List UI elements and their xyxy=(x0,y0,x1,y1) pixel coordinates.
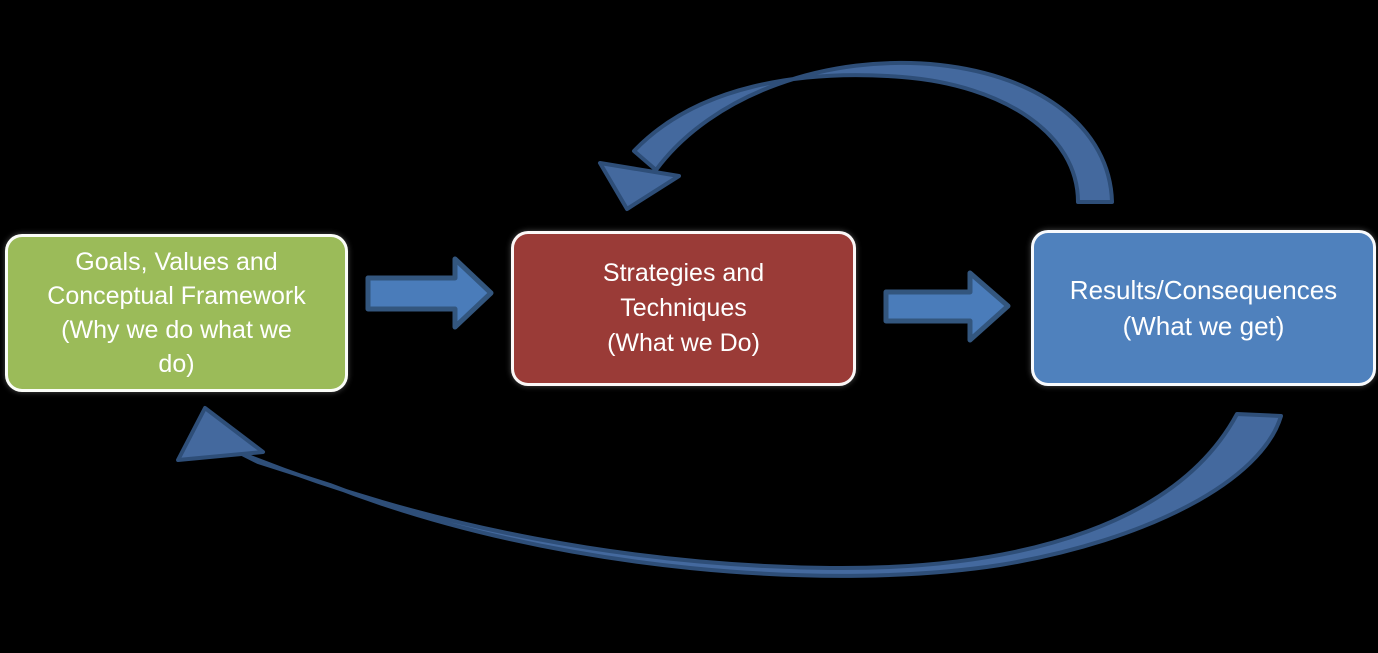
box-goals-text-line: Goals, Values and xyxy=(75,248,278,276)
box-goals: Goals, Values and Conceptual Framework (… xyxy=(5,234,348,392)
feedback-arrow-results-to-strategies xyxy=(632,60,1114,204)
box-results-text-line: (What we get) xyxy=(1122,311,1285,341)
box-strategies-text-line: Strategies and xyxy=(602,259,765,287)
arrow-goals-to-strategies xyxy=(365,256,494,330)
box-results: Results/Consequences (What we get) xyxy=(1031,230,1376,386)
feedback-arrowhead-top xyxy=(598,161,681,211)
box-results-text-line: Results/Consequences xyxy=(1069,275,1338,305)
box-goals-text-line: do) xyxy=(158,350,195,378)
box-goals-text-line: (Why we do what we xyxy=(61,316,292,344)
box-strategies: Strategies and Techniques (What we Do) xyxy=(511,231,856,386)
box-strategies-text-line: (What we Do) xyxy=(607,329,760,357)
feedback-arrow-results-to-goals xyxy=(236,412,1283,578)
box-strategies-text-line: Techniques xyxy=(620,294,747,322)
box-goals-text-line: Conceptual Framework xyxy=(47,282,306,310)
arrow-strategies-to-results xyxy=(883,270,1011,343)
feedback-arrowhead-bottom xyxy=(176,406,265,462)
